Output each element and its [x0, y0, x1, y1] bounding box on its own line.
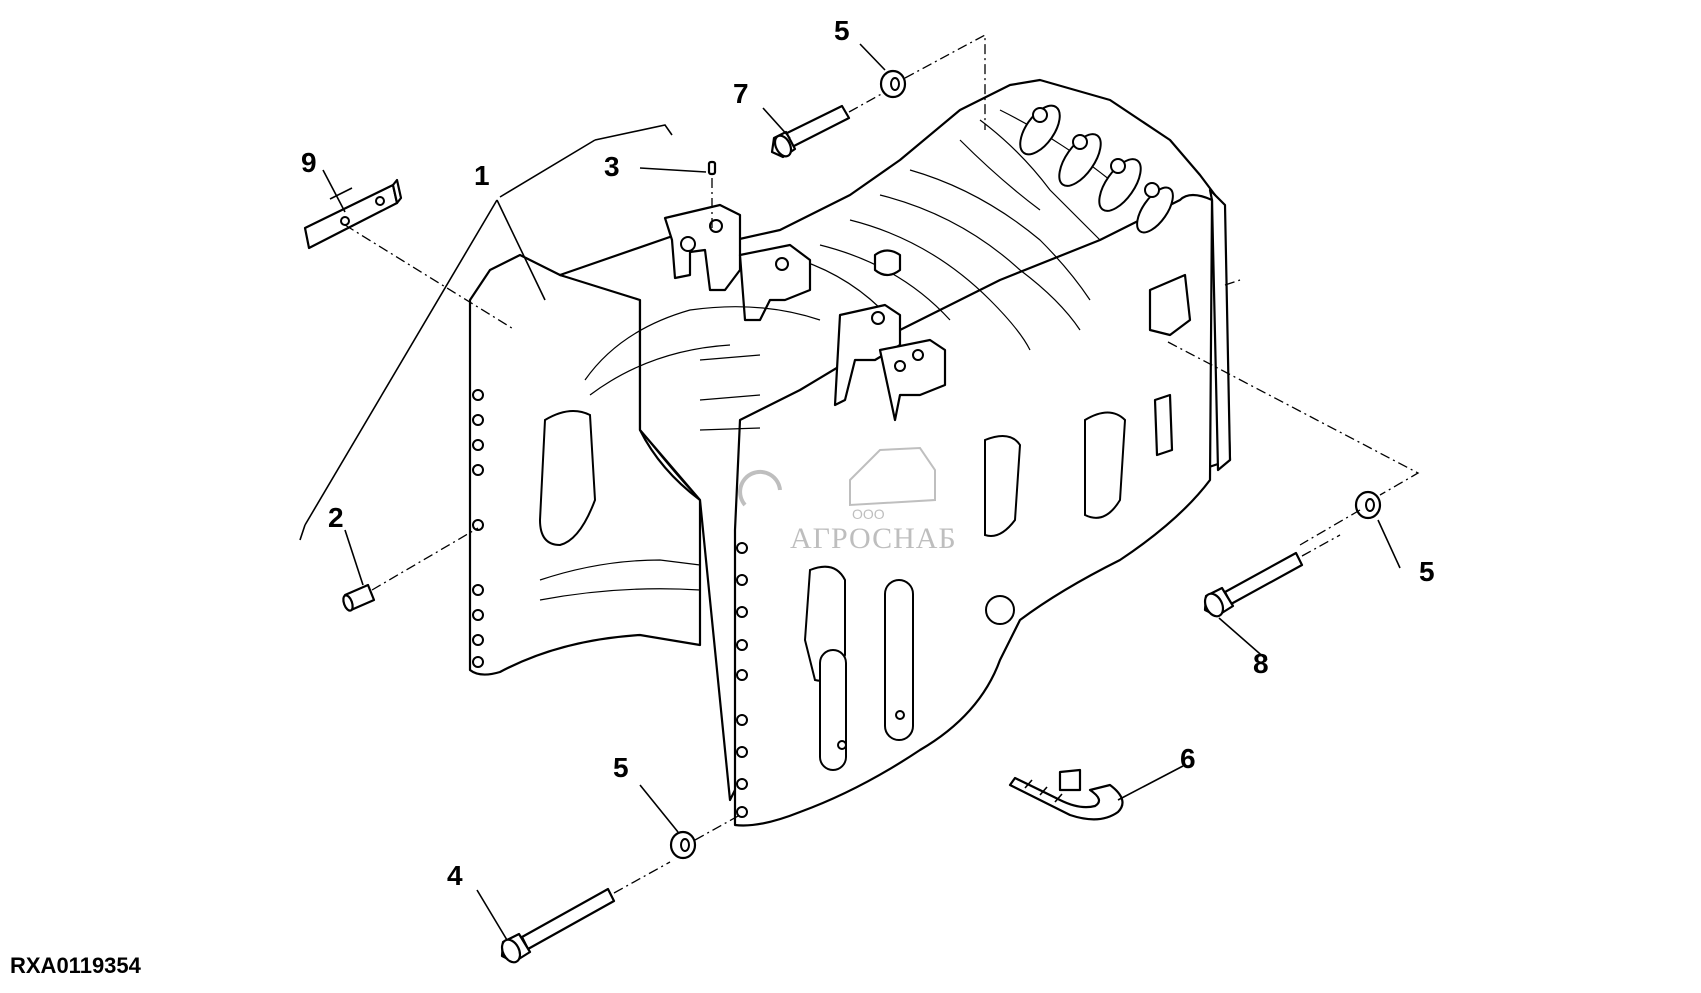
callout-5-right: 5 — [1419, 556, 1435, 587]
watermark: ООО АГРОСНАБ — [738, 446, 957, 555]
harvester-logo — [849, 446, 936, 507]
callout-6: 6 — [1180, 743, 1196, 774]
washer-item-5-top — [879, 69, 907, 99]
callout-7: 7 — [733, 78, 749, 109]
callout-1: 1 — [474, 160, 490, 191]
axis-line-5-right — [1299, 509, 1361, 546]
washer-item-5-right — [1354, 490, 1382, 520]
bolt-item-4 — [500, 887, 616, 964]
axis-line-5-bottom — [694, 814, 741, 841]
leader-lines — [299, 43, 1401, 941]
axis-line-4 — [613, 861, 671, 894]
axis-line-right-upper — [1224, 279, 1241, 286]
callout-9: 9 — [301, 147, 317, 178]
callout-8: 8 — [1253, 648, 1269, 679]
gear-logo — [738, 469, 782, 507]
axis-line-7 — [848, 91, 886, 113]
plate-item-9 — [303, 178, 403, 250]
callout-3: 3 — [604, 151, 620, 182]
cable-tie-item-6 — [1008, 768, 1124, 821]
axis-line-right-housing — [1167, 341, 1420, 496]
axis-line-5-top — [904, 33, 986, 130]
pin-item-3 — [707, 160, 717, 176]
callout-4: 4 — [447, 860, 463, 891]
bolt-item-7 — [770, 104, 851, 159]
washer-item-5-bottom — [669, 830, 697, 860]
axis-line-9 — [344, 224, 516, 331]
watermark-name: АГРОСНАБ — [790, 522, 957, 555]
bolt-item-8 — [1203, 551, 1304, 618]
callout-5-top: 5 — [834, 15, 850, 46]
axis-line-8 — [1301, 534, 1341, 557]
axis-line-2 — [371, 527, 479, 591]
callout-2: 2 — [328, 502, 344, 533]
front-support-housing — [468, 78, 1232, 827]
dowel-item-2 — [342, 583, 376, 612]
callout-5-bottom: 5 — [613, 752, 629, 783]
watermark-prefix: ООО — [852, 506, 885, 522]
figure-code: RXA0119354 — [10, 953, 142, 978]
